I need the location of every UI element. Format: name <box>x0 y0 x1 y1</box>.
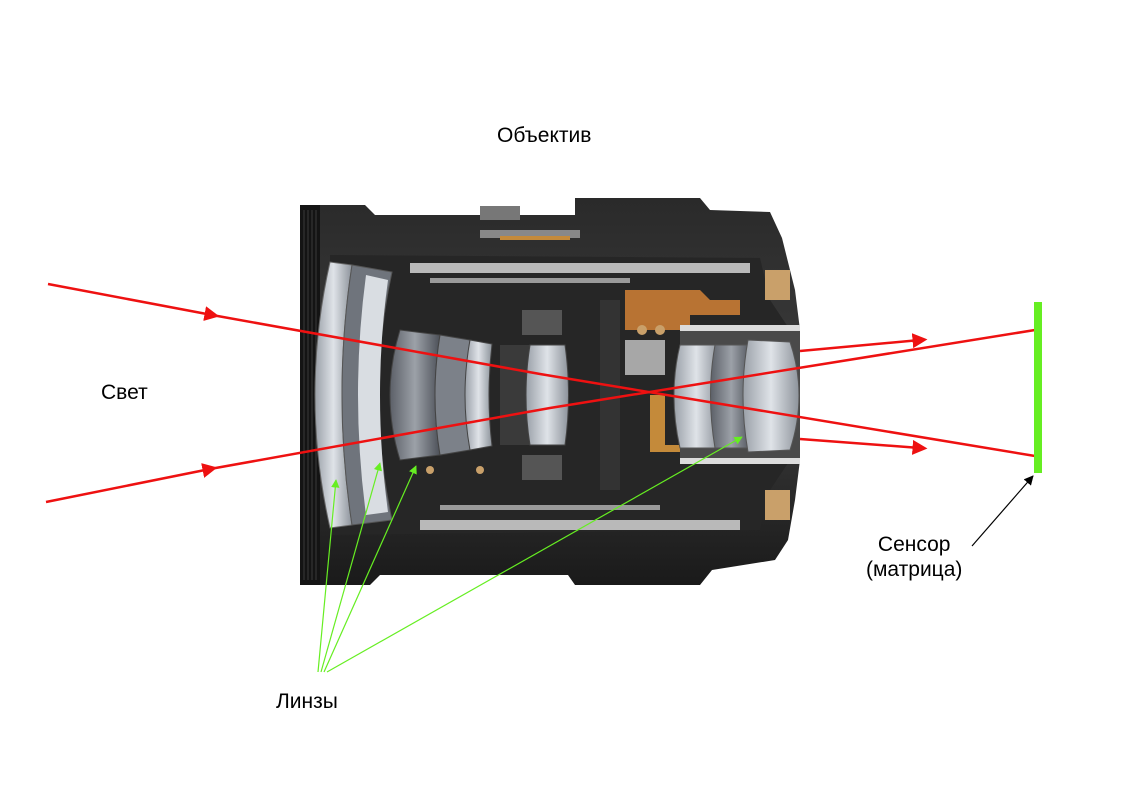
sensor-pointer <box>971 475 1034 547</box>
lens-pointers <box>317 436 743 673</box>
light-ray-lower <box>45 328 1036 504</box>
lens-cross-section-icon <box>300 198 800 585</box>
light-label: Свет <box>101 381 148 404</box>
sensor-label-line1: Сенсор <box>877 533 951 556</box>
diagram-title: Объектив <box>497 124 592 147</box>
lenses-label: Линзы <box>276 690 338 713</box>
sensor-label-line2: (матрица) <box>866 557 963 581</box>
sensor-label: Сенсор (матрица) <box>866 533 962 583</box>
light-ray-upper <box>47 282 1036 458</box>
sensor-bar-icon <box>1034 302 1042 473</box>
